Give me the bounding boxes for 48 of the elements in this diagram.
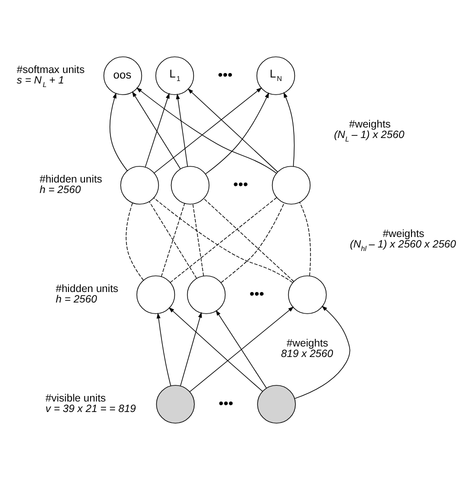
connector xyxy=(203,198,294,282)
arrow xyxy=(154,86,262,173)
label: 819 x 2560 xyxy=(281,348,334,360)
label: ••• xyxy=(249,284,264,301)
node-circle xyxy=(120,165,159,204)
arrow xyxy=(144,92,170,167)
label: #softmax units xyxy=(16,63,85,76)
label: h = 2560 xyxy=(40,183,81,196)
label: ••• xyxy=(218,66,233,82)
label: ••• xyxy=(218,394,234,410)
label: ••• xyxy=(233,175,248,192)
connector xyxy=(299,201,311,276)
arrow xyxy=(156,312,172,386)
node-circle xyxy=(156,384,195,424)
connector xyxy=(220,202,284,282)
arrow xyxy=(168,306,263,392)
node-circle xyxy=(170,165,210,204)
connector xyxy=(154,197,293,282)
node-circle xyxy=(272,165,311,204)
connector xyxy=(170,196,277,282)
label: #weights xyxy=(286,337,328,350)
label: #hidden units xyxy=(40,172,102,185)
connector xyxy=(161,202,185,276)
node-circle xyxy=(257,384,296,424)
label: v = 39 x 21 = = 819 xyxy=(46,402,136,414)
arrow xyxy=(180,312,202,386)
node-circle xyxy=(187,274,226,314)
arrow xyxy=(188,88,278,172)
arrow xyxy=(294,305,350,398)
arrow xyxy=(110,92,128,171)
label: #visible units xyxy=(46,392,106,404)
connector xyxy=(192,203,204,276)
label: (N$_{hl}$ – 1) x 2560 x 2560 xyxy=(350,238,456,253)
arrow xyxy=(136,86,277,173)
label: h = 2560 xyxy=(56,292,97,305)
connector xyxy=(126,202,144,280)
label: (N$_{L}$ – 1) x 2560 xyxy=(334,128,404,144)
arrow xyxy=(176,93,188,166)
label: #hidden units xyxy=(56,282,118,294)
label: s = N$_{L}$ + 1 xyxy=(16,74,64,88)
arrow xyxy=(132,90,181,169)
label: #weights xyxy=(382,228,424,240)
arrow xyxy=(216,310,267,388)
connector xyxy=(148,200,197,278)
arrow xyxy=(205,92,270,174)
arrow xyxy=(284,92,295,166)
arrow xyxy=(189,306,294,392)
label: #weights xyxy=(349,118,391,130)
